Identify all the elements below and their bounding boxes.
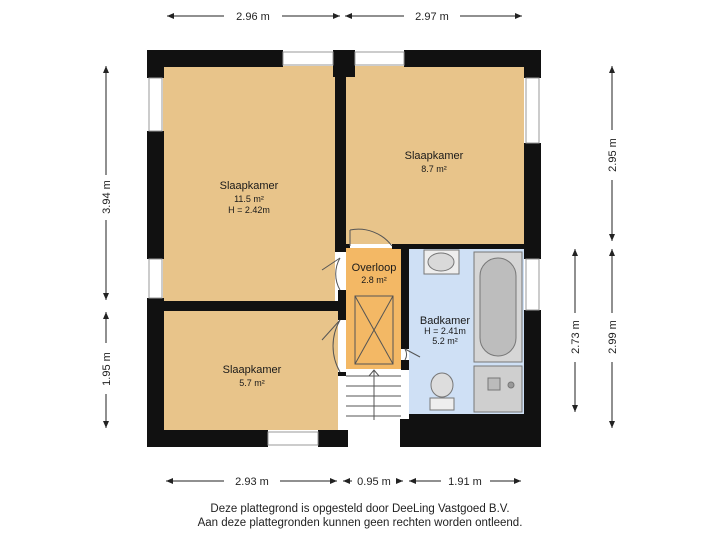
dim-right-upper: 2.95 m (607, 138, 619, 172)
bedroom-large-name: Slaapkamer (220, 180, 279, 192)
dim-top-left: 2.96 m (236, 11, 270, 23)
bathroom-name: Badkamer (420, 315, 470, 327)
bathroom-height: H = 2.41m (424, 326, 466, 336)
dim-bottom-mid: 0.95 m (357, 476, 391, 488)
bedroom-large-area: 11.5 m² (234, 194, 264, 204)
bathroom-area: 5.2 m² (432, 336, 458, 346)
toilet-cistern (429, 397, 455, 411)
dim-top-right: 2.97 m (415, 11, 449, 23)
landing-area: 2.8 m² (361, 275, 387, 285)
windows (148, 51, 540, 446)
bathroom-fixtures (423, 249, 523, 413)
dim-left-lower: 1.95 m (101, 352, 113, 386)
bedroom-right-floor (346, 66, 524, 244)
stairs (346, 295, 401, 420)
toilet-bowl (430, 372, 454, 398)
bedroom-right-area: 8.7 m² (421, 164, 447, 174)
dim-bottom-right: 1.91 m (448, 476, 482, 488)
bedroom-right-name: Slaapkamer (405, 150, 464, 162)
dim-left-upper: 3.94 m (101, 180, 113, 214)
bedroom-large-height: H = 2.42m (228, 205, 270, 215)
interior-walls (163, 66, 524, 430)
landing-name: Overloop (352, 262, 397, 274)
dim-right-lower: 2.99 m (607, 320, 619, 354)
bedroom-small-floor (163, 311, 338, 430)
footer-line-2: Aan deze plattegronden kunnen geen recht… (197, 517, 523, 529)
footer-line-1: Deze plattegrond is opgesteld door DeeLi… (210, 503, 510, 515)
bedroom-small-name: Slaapkamer (223, 364, 282, 376)
bedroom-large-floor (163, 66, 335, 301)
dim-right-inner: 2.73 m (570, 320, 582, 354)
door-swings (321, 228, 421, 373)
bedroom-small-area: 5.7 m² (239, 378, 265, 388)
dim-bottom-left: 2.93 m (235, 476, 269, 488)
exterior-walls (147, 50, 541, 447)
dimension-lines (103, 13, 615, 484)
